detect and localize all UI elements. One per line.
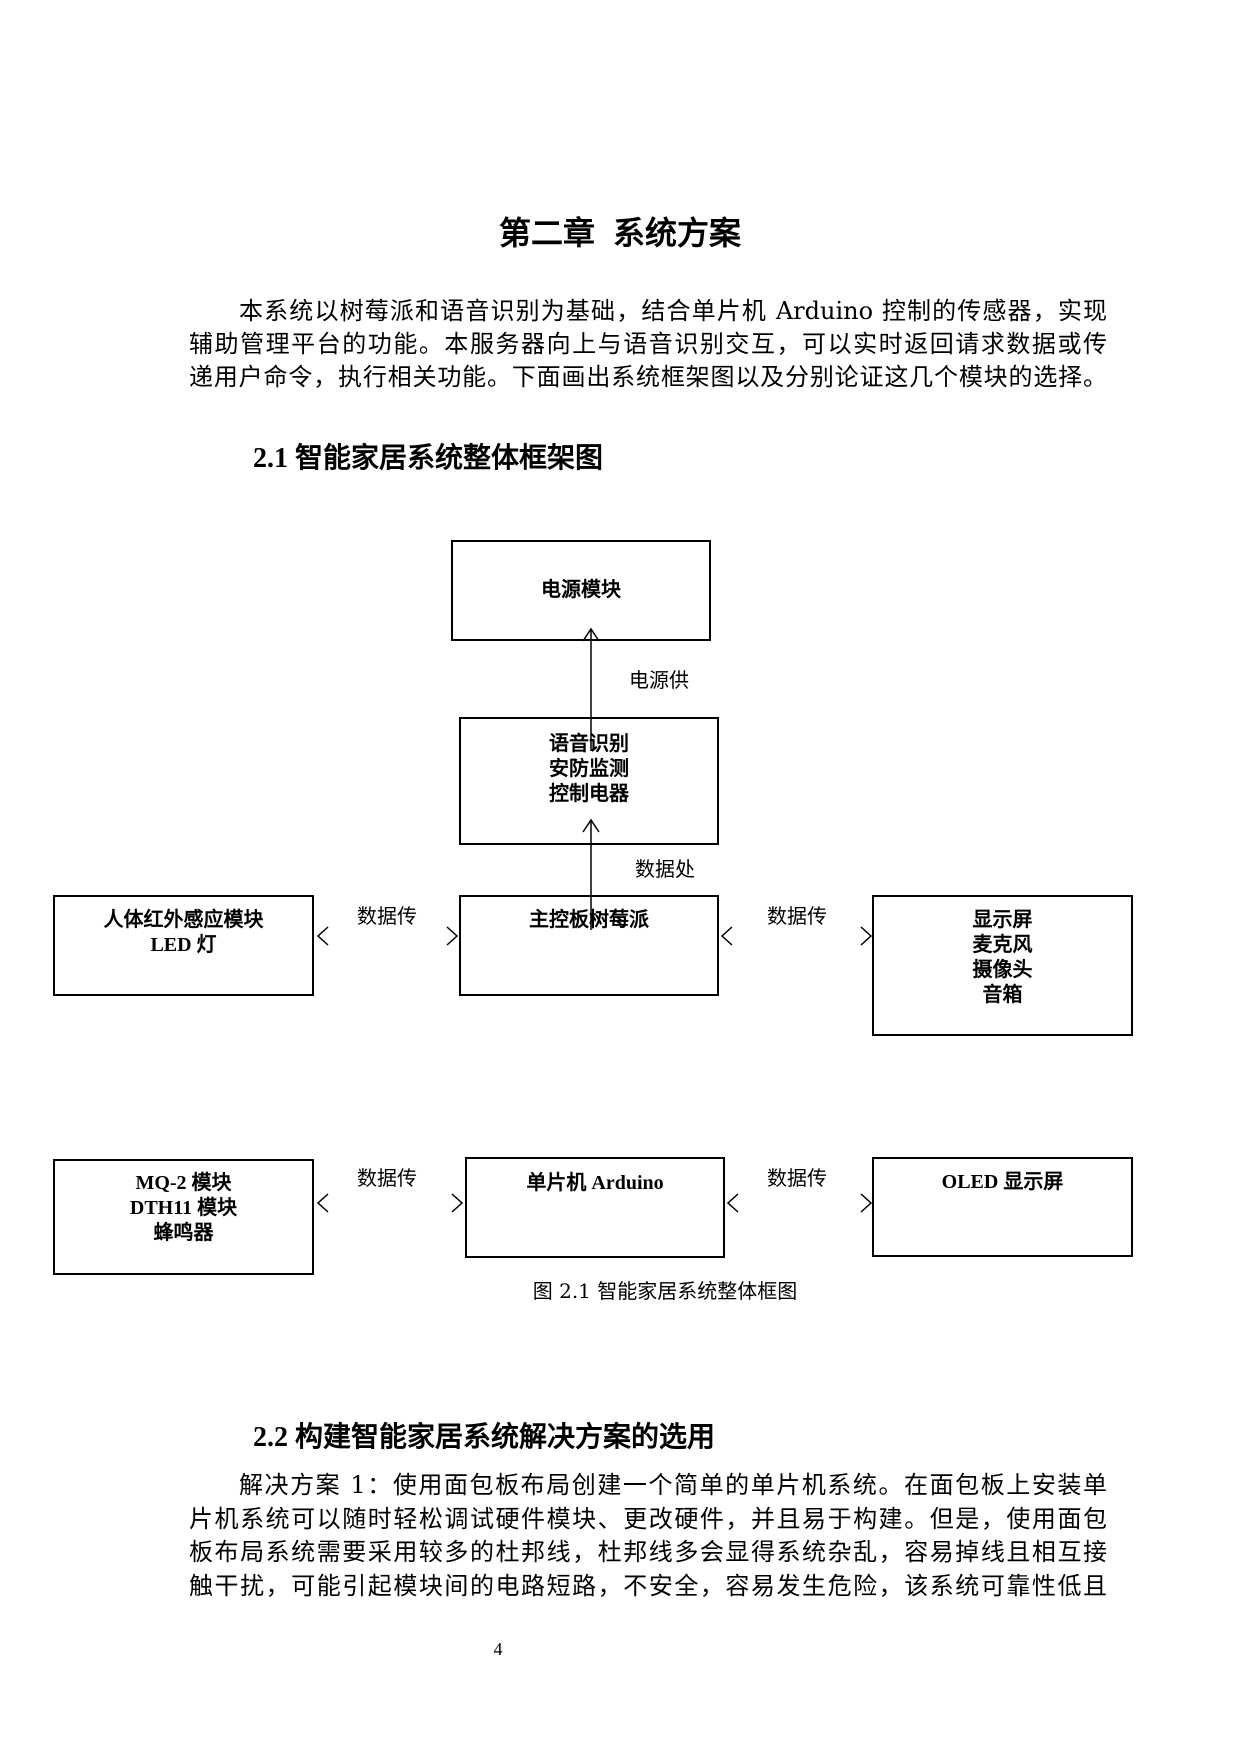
arrow-right-icon [860, 1193, 873, 1213]
box-line: DTH11 模块 [129, 1197, 238, 1219]
box-line: 安防监测 [549, 758, 629, 780]
box-line: 语音识别 [549, 733, 629, 755]
box-line: 控制电器 [549, 783, 629, 805]
arrow-right-icon [860, 926, 873, 946]
arrow-right-icon [451, 1193, 464, 1213]
data-processing-label: 数据处 [607, 847, 719, 891]
section-heading-2-2: 2.2 构建智能家居系统解决方案的选用 [253, 1422, 716, 1453]
infrared-sensor-box: 人体红外感应模块 LED 灯 [53, 895, 314, 996]
box-line: OLED 显示屏 [941, 1171, 1064, 1193]
solution-line: 解决方案 1：使用面包板布局创建一个简单的单片机系统。在面包板上安装单 [239, 1471, 1107, 1499]
box-line: 人体红外感应模块 [103, 909, 264, 931]
raspberry-pi-box: 主控板树莓派 [459, 895, 719, 996]
solution-line: 板布局系统需要采用较多的杜邦线，杜邦线多会显得系统杂乱，容易掉线且相互接 [189, 1538, 1107, 1566]
arrow-left-icon [720, 926, 733, 946]
arrow-left-icon [316, 1193, 329, 1213]
arrow-left-icon [726, 1193, 739, 1213]
chapter-title: 第二章 系统方案 [498, 215, 741, 251]
box-line: 电源模块 [541, 579, 621, 601]
intro-line: 辅助管理平台的功能。本服务器向上与语音识别交互，可以实时返回请求数据或传 [189, 330, 1107, 358]
gas-temp-sensor-box: MQ-2 模块 DTH11 模块 蜂鸣器 [53, 1159, 314, 1275]
box-line: 音箱 [982, 984, 1023, 1006]
box-line: 摄像头 [972, 959, 1033, 981]
data-transfer-label: 数据传 [767, 904, 827, 928]
box-line: 单片机 Arduino [526, 1172, 664, 1194]
box-line: 麦克风 [972, 934, 1033, 956]
data-transfer-label: 数据传 [357, 1166, 417, 1190]
arduino-box: 单片机 Arduino [465, 1157, 725, 1258]
solution-line: 触干扰，可能引起模块间的电路短路，不安全，容易发生危险，该系统可靠性低且 [189, 1572, 1107, 1600]
box-line: MQ-2 模块 [135, 1172, 232, 1194]
page-number: 4 [493, 1639, 503, 1659]
solution-line: 片机系统可以随时轻松调试硬件模块、更改硬件，并且易于构建。但是，使用面包 [189, 1505, 1107, 1533]
power-supply-label: 电源供 [629, 668, 689, 692]
section-heading-2-1: 2.1 智能家居系统整体框架图 [253, 443, 604, 474]
intro-line: 递用户命令，执行相关功能。下面画出系统框架图以及分别论证这几个模块的选择。 [189, 363, 1107, 391]
peripherals-box: 显示屏 麦克风 摄像头 音箱 [872, 895, 1133, 1036]
oled-display-box: OLED 显示屏 [872, 1157, 1133, 1257]
arrow-right-icon [446, 926, 459, 946]
data-transfer-label: 数据传 [357, 904, 417, 928]
figure-caption: 图 2.1 智能家居系统整体框图 [532, 1279, 798, 1303]
box-line: 主控板树莓派 [529, 909, 649, 931]
data-transfer-label: 数据传 [767, 1166, 827, 1190]
voice-recognition-box: 语音识别 安防监测 控制电器 [459, 717, 719, 845]
power-module-box: 电源模块 [451, 540, 711, 641]
box-line: 显示屏 [972, 909, 1033, 931]
intro-line: 本系统以树莓派和语音识别为基础，结合单片机 Arduino 控制的传感器，实现 [239, 297, 1107, 325]
box-line: LED 灯 [150, 934, 217, 956]
arrow-left-icon [316, 926, 329, 946]
box-line: 蜂鸣器 [153, 1222, 214, 1244]
